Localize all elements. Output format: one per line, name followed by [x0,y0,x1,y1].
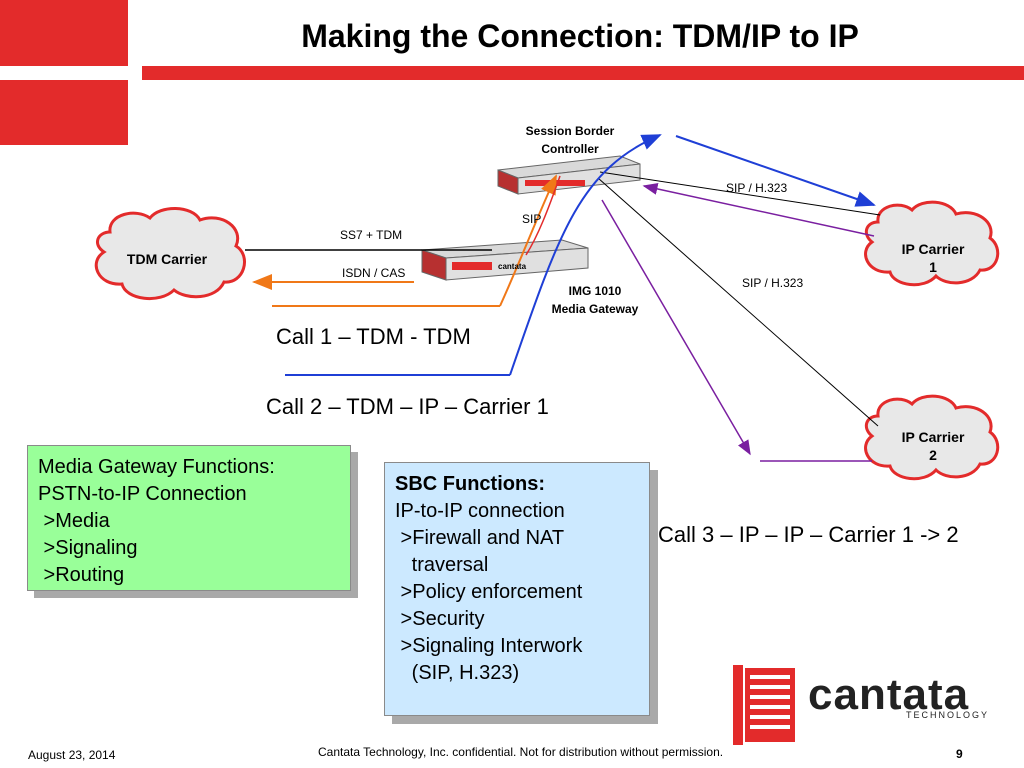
corner-block-top [0,0,128,66]
sbc-line: >Signaling Interwork [395,635,583,657]
mg-line: >Signaling [38,537,138,559]
cloud-ip-carrier-1 [864,200,1000,287]
sbc-line: >Firewall and NAT [395,527,565,549]
sbc-line: IP-to-IP connection [395,500,565,522]
call-1-label: Call 1 – TDM - TDM [276,324,471,349]
cantata-logo-text: cantata [808,670,970,719]
corner-block-bottom [0,80,128,145]
page-number: 9 [956,747,963,761]
link-sip: SIP [522,212,542,226]
node-ip-carrier-1: IP Carrier 1 [901,241,965,275]
node-sbc: Session Border Controller [525,124,615,156]
img-device [421,239,589,281]
sbc-line: >Security [395,608,485,630]
cloud-tdm-carrier [94,207,246,301]
sbc-line: traversal [395,554,489,576]
call-3-label: Call 3 – IP – IP – Carrier 1 -> 2 [658,522,959,547]
sbc-functions-box: SBC Functions: IP-to-IP connection >Fire… [384,462,650,716]
cloud-ip-carrier-2 [864,394,1000,481]
mg-line: >Routing [38,564,125,586]
node-tdm-carrier: TDM Carrier [126,251,208,267]
media-gateway-functions-box: Media Gateway Functions: PSTN-to-IP Conn… [27,445,351,591]
title-underline-bar [142,66,1024,80]
footer-date: August 23, 2014 [28,748,116,762]
node-img: IMG 1010 Media Gateway [551,284,639,316]
mg-line: PSTN-to-IP Connection [38,483,247,505]
link-sip-h323-mid: SIP / H.323 [742,276,804,290]
sbc-heading: SBC Functions: [395,473,545,495]
mg-line: Media Gateway Functions: [38,456,275,478]
link-isdn-cas: ISDN / CAS [342,266,406,280]
cantata-logo-subtext: TECHNOLOGY [906,710,990,720]
img-device-label: cantata [498,262,527,271]
slide-title: Making the Connection: TDM/IP to IP [301,18,859,54]
footer-notice: Cantata Technology, Inc. confidential. N… [318,745,724,759]
call-2-label: Call 2 – TDM – IP – Carrier 1 [266,394,549,419]
sbc-line: >Policy enforcement [395,581,583,603]
node-ip-carrier-2: IP Carrier 2 [901,429,965,463]
link-ss7-tdm: SS7 + TDM [340,228,403,242]
mg-line: >Media [38,510,110,532]
link-sip-h323-top: SIP / H.323 [726,181,788,195]
sbc-line: (SIP, H.323) [395,662,520,684]
cantata-logo-mark [733,665,795,745]
